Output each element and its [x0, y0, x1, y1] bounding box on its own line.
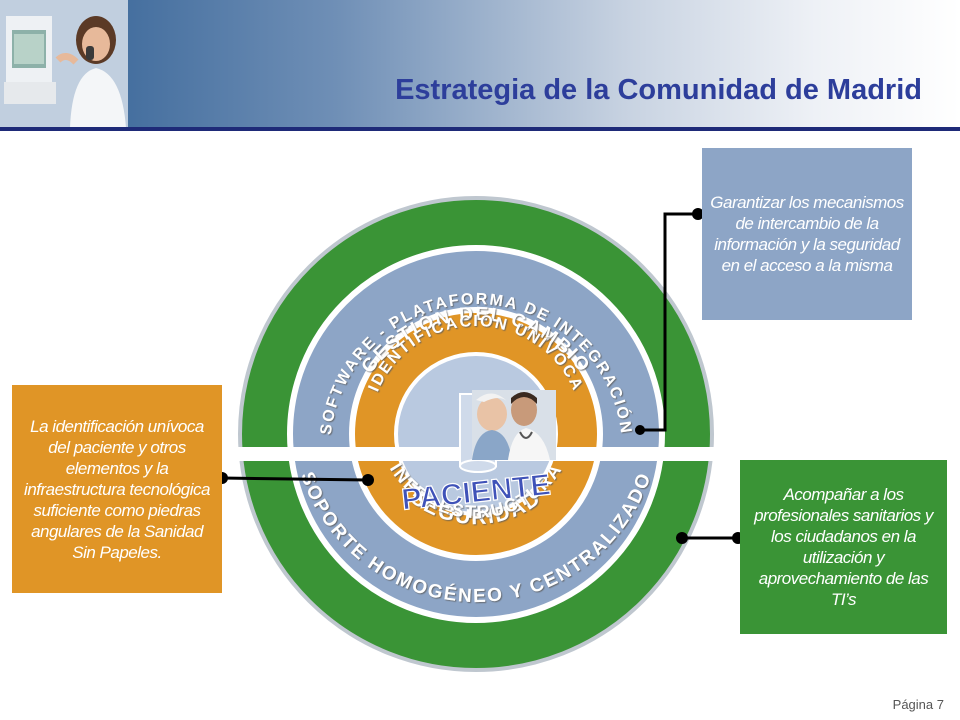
page-number-value: 7 [936, 697, 944, 712]
page-number: Página 7 [893, 697, 944, 712]
connector-bottom-right [676, 532, 744, 544]
page-number-label: Página [892, 697, 934, 712]
doctor-patient-photo [472, 390, 556, 460]
callout-bottom-right: Acompañar a los profesionales sanitarios… [740, 460, 947, 634]
callout-left: La identificación unívoca del paciente y… [12, 385, 222, 593]
header-divider [0, 127, 960, 131]
doctor-at-computer-photo [0, 0, 128, 128]
page-title: Estrategia de la Comunidad de Madrid [395, 74, 922, 106]
connector-top-right [635, 208, 704, 435]
callout-top-right: Garantizar los mecanismos de intercambio… [702, 148, 912, 320]
header-banner: Estrategia de la Comunidad de Madrid [0, 0, 960, 128]
strategy-diagram: GESTIÓN DEL CAMBIO SOPORTE HOMOGÉNEO Y C… [216, 196, 744, 672]
